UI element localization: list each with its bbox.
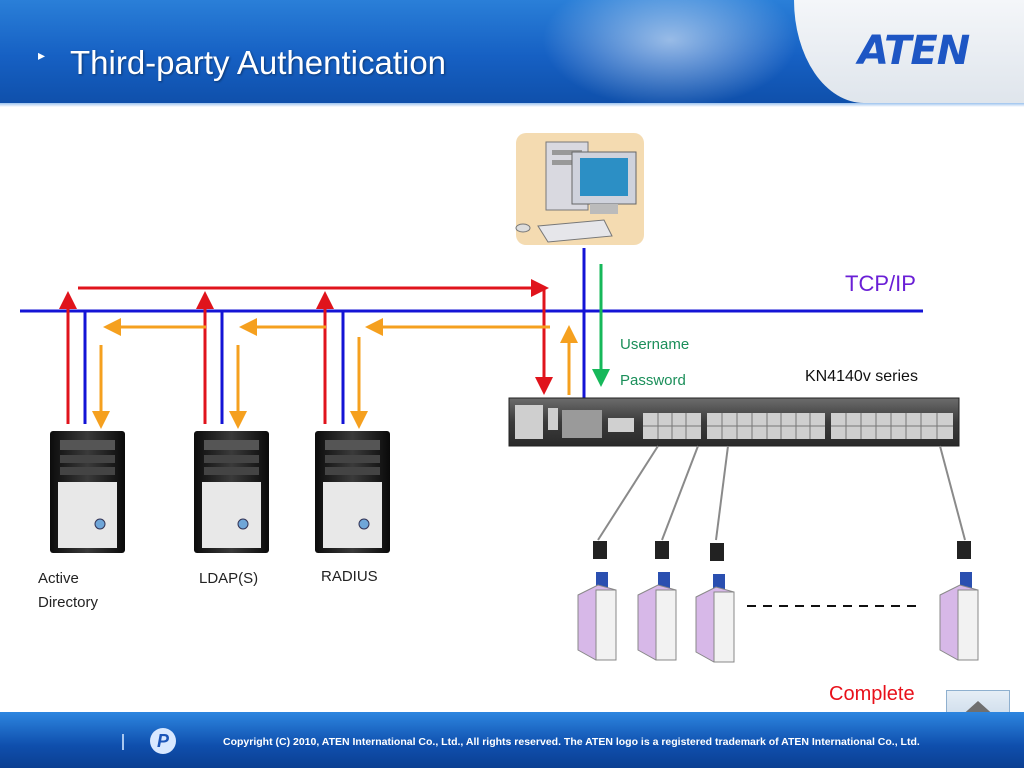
title-bullet-icon: ▸ xyxy=(38,47,46,63)
banner-glow xyxy=(520,0,820,103)
target-server-2-icon xyxy=(637,541,677,661)
password-label: Password xyxy=(620,372,686,389)
device-model-label: KN4140v series xyxy=(805,368,918,385)
kvm-cables xyxy=(597,445,966,541)
target-server-n-icon xyxy=(939,541,979,661)
title-banner xyxy=(0,0,1024,103)
request-arrow-path xyxy=(78,286,546,388)
username-label: Username xyxy=(620,336,690,353)
kvm-switch-icon xyxy=(508,397,960,447)
footer-p-icon: P xyxy=(150,728,176,754)
active-directory-server-icon xyxy=(50,431,125,553)
complete-label: Complete xyxy=(829,683,915,705)
page-title: Third-party Authentication xyxy=(70,44,447,81)
footer-divider xyxy=(122,734,124,750)
ldap-label: LDAP(S) xyxy=(199,570,259,587)
network-label: TCP/IP xyxy=(845,271,916,296)
active-directory-label: Active Directory xyxy=(38,570,99,611)
logo-panel xyxy=(794,0,1024,103)
target-server-3-icon xyxy=(695,543,735,663)
radius-label: RADIUS xyxy=(321,568,378,585)
ldap-server-icon xyxy=(194,431,269,553)
admin-pc-icon xyxy=(515,133,644,245)
target-server-1-icon xyxy=(577,541,617,661)
header-divider xyxy=(0,103,1024,107)
copyright-text: Copyright (C) 2010, ATEN International C… xyxy=(223,736,920,748)
aten-logo: ATEN xyxy=(858,28,970,74)
radius-server-icon xyxy=(315,431,390,553)
